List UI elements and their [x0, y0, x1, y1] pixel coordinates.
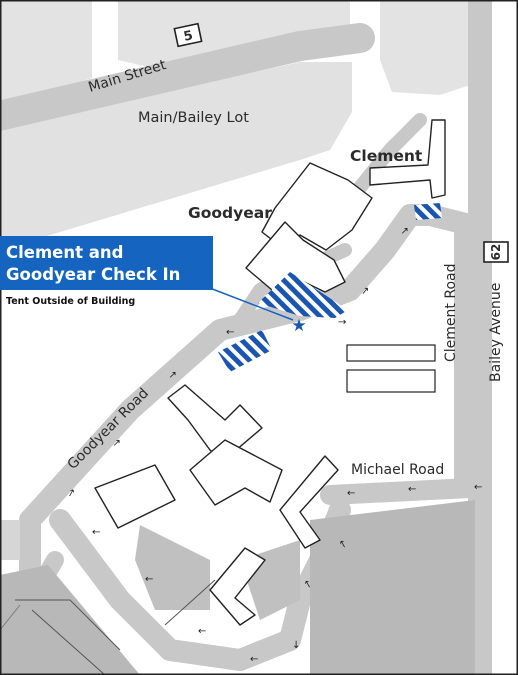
building-south-5 [209, 547, 266, 626]
building-south-2 [94, 464, 176, 529]
route-62-label: 62 [489, 244, 503, 261]
goodyear-label: Goodyear [188, 204, 272, 222]
route-62-shield: 62 [483, 241, 509, 263]
callout-leader-line [201, 284, 294, 321]
route-5-shield: 5 [173, 22, 203, 48]
callout-title-line-1: Clement and [6, 243, 124, 262]
michael-road-label: Michael Road [351, 462, 444, 478]
arrow-icon: → [338, 317, 346, 328]
check-in-callout: Clement and Goodyear Check In [0, 236, 213, 290]
callout-subtitle: Tent Outside of Building [6, 296, 136, 307]
arrow-icon: ← [92, 527, 100, 538]
building-outlines [15, 579, 216, 675]
check-in-zone-west [218, 330, 272, 372]
arrow-icon: ← [198, 626, 206, 637]
arrow-icon: ← [226, 327, 234, 338]
arrow-icon: ← [145, 574, 153, 585]
check-in-zone-clement [414, 203, 442, 220]
check-in-zone-main [258, 272, 348, 318]
mid-lot-area [135, 525, 210, 610]
clement-building [369, 119, 446, 199]
arrow-icon: ← [474, 482, 482, 493]
clement-road-label: Clement Road [443, 264, 459, 362]
michael-road-route [320, 478, 480, 505]
building-south-1 [167, 384, 263, 463]
clement-upper-road [343, 113, 427, 207]
main-street-road [0, 23, 375, 132]
north-lot-area [118, 0, 350, 72]
arrow-icon: ← [347, 488, 355, 499]
route-5-label: 5 [182, 28, 194, 45]
building-south-4 [279, 455, 339, 549]
callout-title-line-2: Goodyear Check In [6, 265, 181, 284]
arrow-icon: ← [250, 654, 258, 665]
main-bailey-lot-label: Main/Bailey Lot [138, 110, 249, 126]
structure-south [346, 369, 436, 393]
star-icon: ★ [291, 316, 306, 336]
northeast-lot-area [380, 0, 470, 95]
arrow-icon: ← [408, 484, 416, 495]
bailey-avenue-label: Bailey Avenue [488, 283, 504, 382]
buildings [94, 119, 446, 626]
clement-label: Clement [350, 147, 423, 165]
arrow-icon: ↓ [292, 640, 300, 651]
structure-north [346, 344, 436, 362]
northwest-area [0, 0, 92, 108]
building-south-3 [189, 439, 283, 506]
southeast-lot-area [310, 500, 475, 675]
southwest-lot-area [0, 565, 140, 675]
